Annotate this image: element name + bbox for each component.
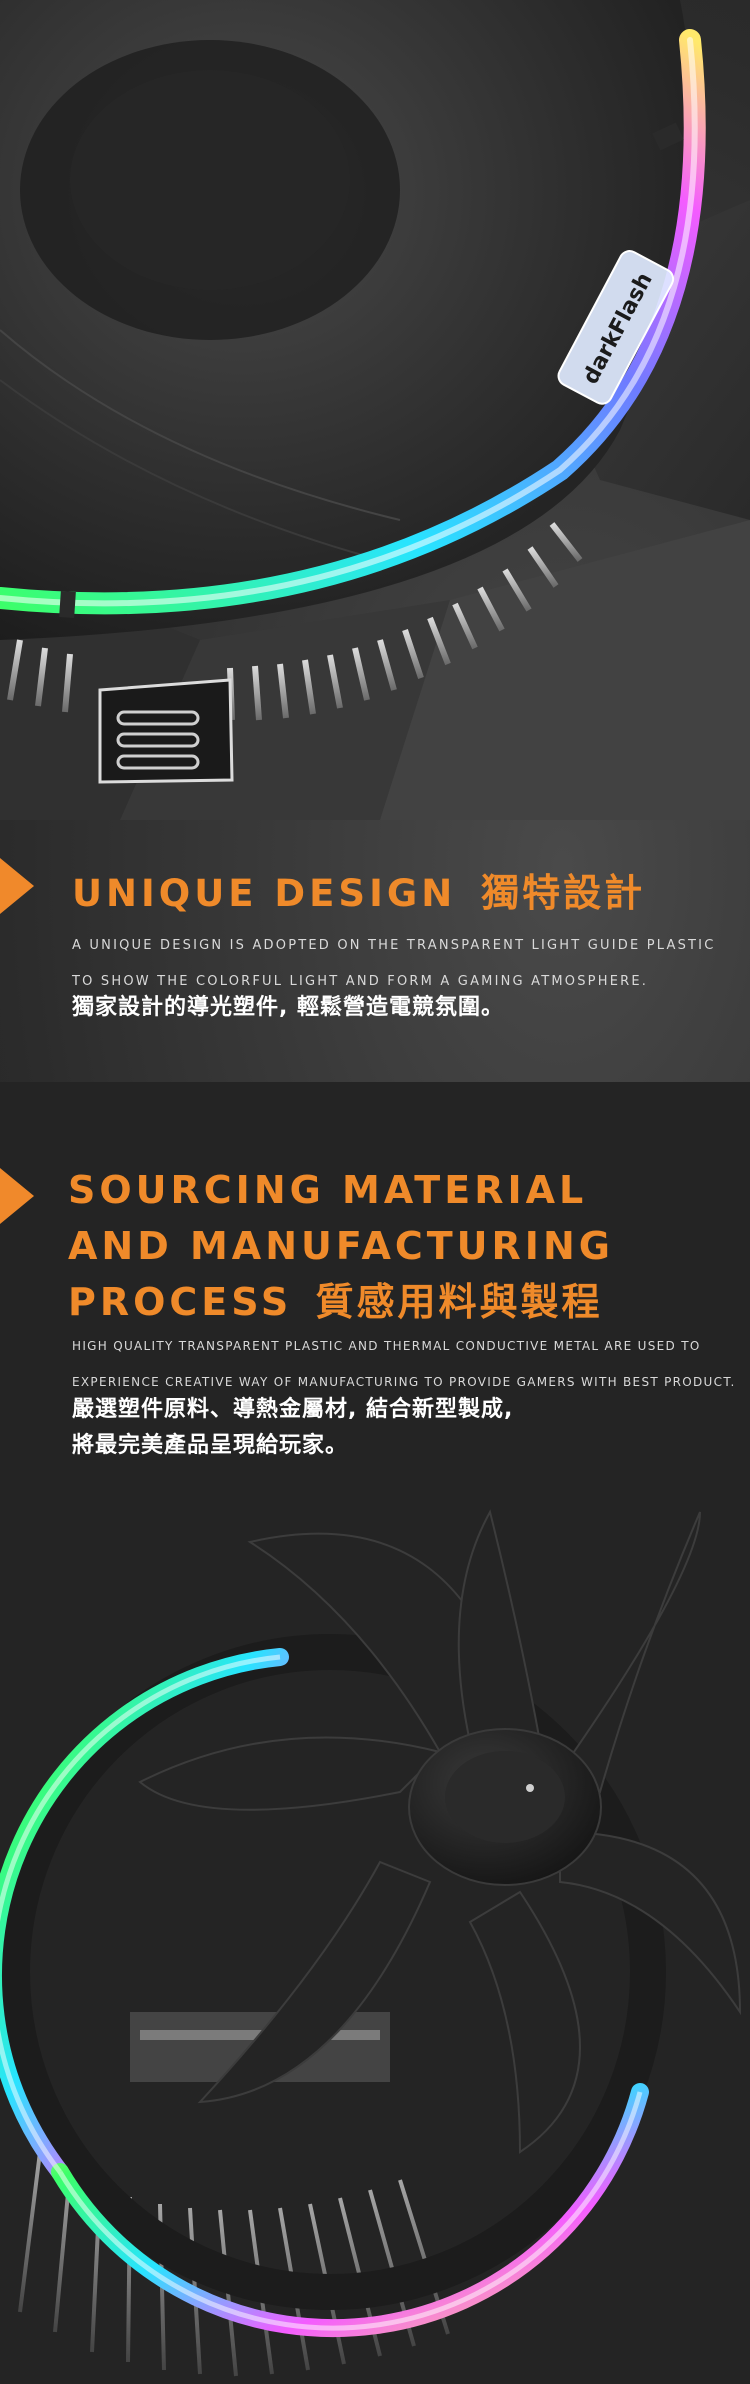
desc-zh-line-2: 將最完美產品呈現給玩家。	[72, 1433, 349, 1458]
cpu-cooler-full-image	[0, 1509, 742, 2377]
desc-en-line-1: A unique design is adopted on the transp…	[72, 938, 716, 953]
heading-en-line-2: AND MANUFACTURING	[68, 1224, 614, 1268]
desc-zh-line-1: 獨家設計的導光塑件, 輕鬆營造電競氛圍。	[72, 995, 505, 1020]
sourcing-material-section: SOURCING MATERIAL AND MANUFACTURING PROC…	[0, 1082, 750, 2384]
desc-en-line-2: to show the colorful light and form a ga…	[72, 974, 649, 989]
heading-zh-text: 獨特設計	[481, 871, 646, 915]
heatsink-fins	[7, 522, 583, 721]
unique-design-section: darkFlash UNIQUE DESIGN 獨特設計 A unique de…	[0, 0, 750, 1082]
desc-en-line-2: experience creative way of manufacturing…	[72, 1375, 736, 1389]
darkflash-logo-block: darkFlash	[557, 250, 675, 405]
cpu-cooler-closeup-image: darkFlash	[0, 0, 750, 820]
sourcing-description-zh: 嚴選塑件原料、導熱金屬材, 結合新型製成, 將最完美產品呈現給玩家。	[72, 1392, 513, 1464]
sourcing-heading: SOURCING MATERIAL AND MANUFACTURING PROC…	[68, 1162, 614, 1330]
heading-zh-text: 質感用料與製程	[315, 1280, 603, 1324]
unique-design-heading: UNIQUE DESIGN 獨特設計	[72, 862, 645, 917]
unique-design-description-en: A unique design is adopted on the transp…	[72, 928, 716, 1000]
heading-en-text: UNIQUE DESIGN	[72, 872, 457, 915]
section-arrow-icon	[0, 1168, 34, 1224]
heading-en-line-1: SOURCING MATERIAL	[68, 1168, 588, 1212]
unique-design-description-zh: 獨家設計的導光塑件, 輕鬆營造電競氛圍。	[72, 990, 504, 1026]
section-arrow-icon	[0, 858, 34, 914]
sourcing-description-en: High quality transparent plastic and the…	[72, 1328, 736, 1400]
mounting-bracket	[98, 678, 234, 784]
heading-en-line-3: PROCESS	[68, 1280, 293, 1324]
desc-en-line-1: High quality transparent plastic and the…	[72, 1339, 701, 1353]
desc-zh-line-1: 嚴選塑件原料、導熱金屬材, 結合新型製成,	[72, 1397, 514, 1422]
